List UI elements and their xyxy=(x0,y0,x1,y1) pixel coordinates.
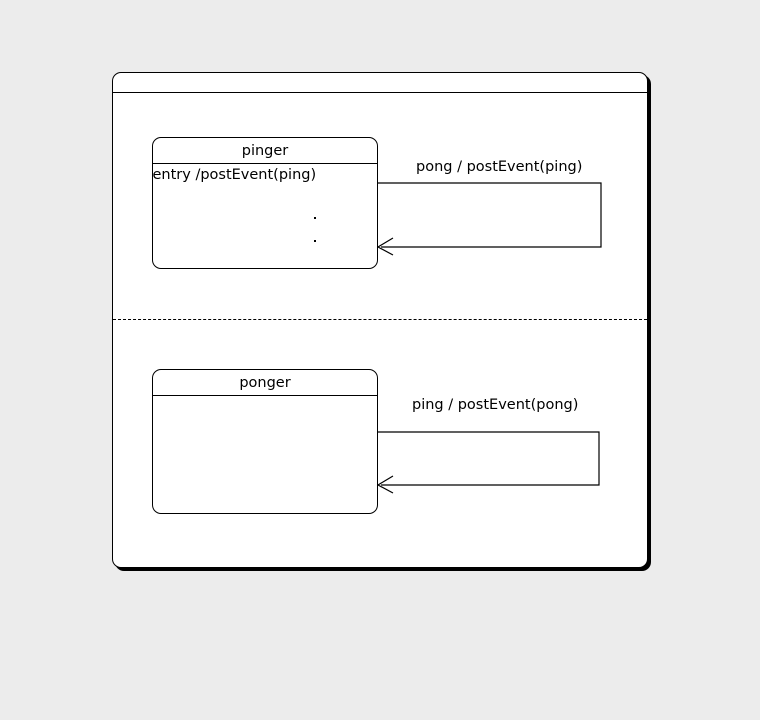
orthogonal-region-divider xyxy=(113,319,647,320)
ellipsis-dot xyxy=(314,217,316,219)
state-box-ponger[interactable]: ponger xyxy=(152,369,378,514)
state-name-ponger: ponger xyxy=(239,374,291,391)
state-name-pinger: pinger xyxy=(241,142,289,159)
state-box-pinger[interactable]: pinger entry /postEvent(ping) xyxy=(152,137,378,269)
transition-label-ping: ping / postEvent(pong) xyxy=(412,397,579,413)
transition-label-pong: pong / postEvent(ping) xyxy=(416,159,583,175)
state-name-compartment-pinger: pinger xyxy=(153,138,377,164)
state-body-pinger: entry /postEvent(ping) xyxy=(153,164,377,268)
region-frame-titlebar xyxy=(113,73,647,93)
state-name-compartment-ponger: ponger xyxy=(153,370,377,396)
state-internal-action-pinger: entry /postEvent(ping) xyxy=(152,167,317,183)
state-body-ponger xyxy=(153,396,377,513)
ellipsis-dot xyxy=(314,240,316,242)
